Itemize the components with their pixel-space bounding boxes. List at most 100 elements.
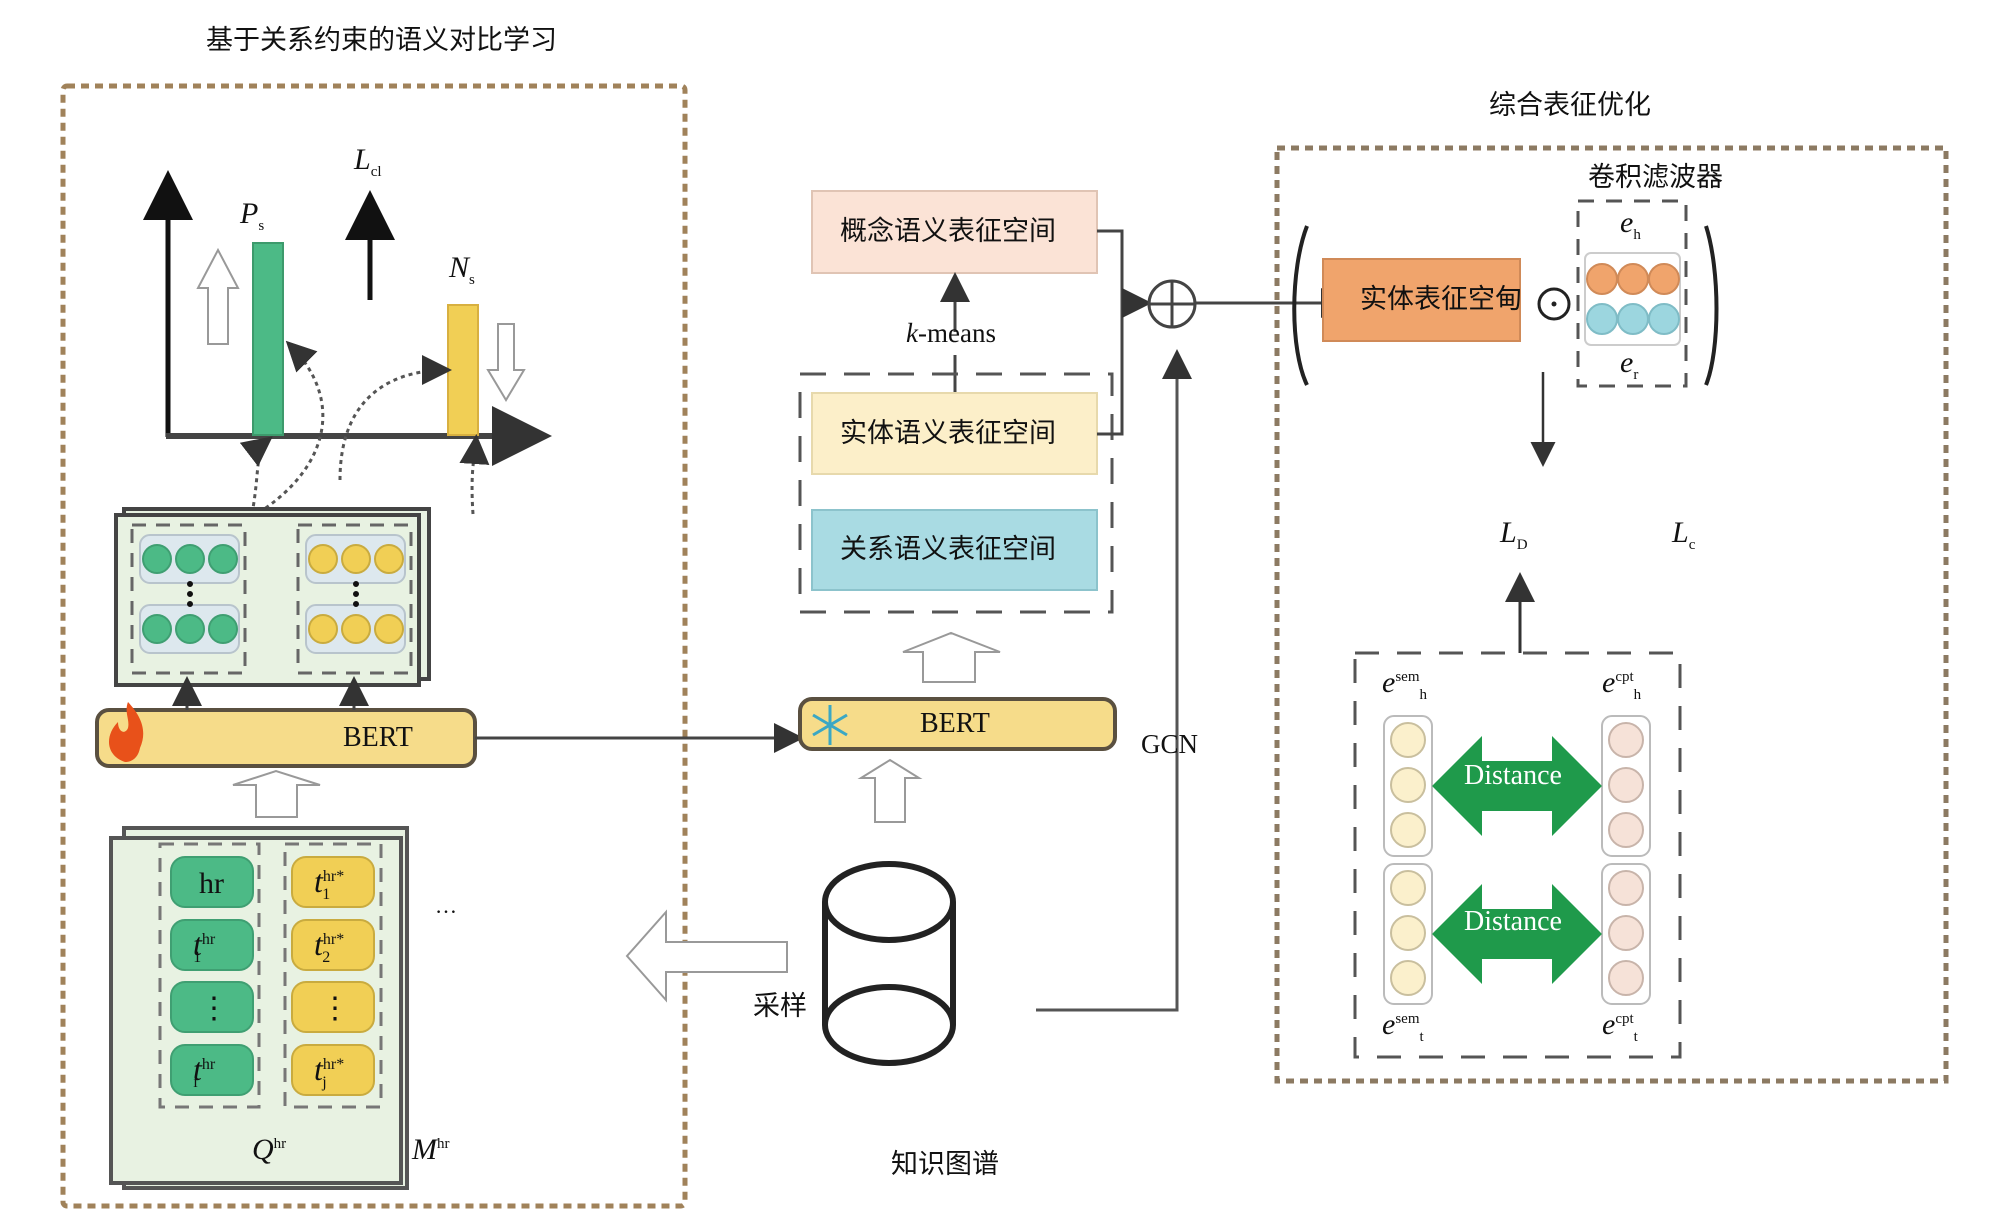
embedding-node	[175, 614, 205, 644]
left-paren	[1292, 225, 1309, 386]
lc-symbol: L	[1672, 516, 1689, 549]
semantic-node	[1390, 812, 1426, 848]
conv-filter-group	[1576, 199, 1688, 388]
snowflake-icon	[812, 705, 848, 745]
ld-symbol: L	[1500, 516, 1517, 549]
negative-score-label: Ns	[449, 253, 475, 288]
memory_column-cell	[291, 919, 375, 971]
cell-sub: j	[322, 1074, 327, 1091]
negative-score-bar	[447, 304, 479, 436]
relation-semantic-space-label: 关系语义表征空间	[840, 534, 1056, 565]
database-icon	[822, 861, 956, 1066]
right-panel-frame	[1274, 145, 1949, 1084]
semantic-node	[1390, 960, 1426, 996]
eh-label: eh	[1620, 208, 1641, 243]
m-superscript: hr	[437, 1136, 450, 1152]
positive-score-bar	[252, 242, 284, 436]
embedding-node	[374, 544, 404, 574]
ellipsis-dot	[187, 601, 193, 607]
distance-label-top: Distance	[1464, 760, 1562, 791]
cell-sup: hr*	[322, 868, 345, 885]
ets-sup: sem	[1395, 1011, 1420, 1027]
er-label: er	[1620, 348, 1638, 383]
q-symbol: Q	[252, 1133, 274, 1166]
concept-node	[1608, 915, 1644, 951]
ets-sub: t	[1419, 1029, 1424, 1045]
kmeans-k: k	[906, 318, 918, 348]
query_column-cell-label: thri	[193, 1053, 215, 1091]
kmeans-rest: -means	[917, 318, 996, 348]
q-superscript: hr	[273, 1136, 287, 1152]
left-panel-title: 基于关系约束的语义对比学习	[206, 25, 557, 56]
query_column-cell-label: ⋮	[199, 992, 229, 1025]
query-set-label: Qhr	[252, 1135, 286, 1165]
cell-sub: 2	[322, 949, 331, 966]
query_column-cell-label: hr	[199, 867, 224, 900]
concept-node	[1608, 870, 1644, 906]
pos-subscript: s	[258, 218, 265, 234]
knowledge-graph-label: 知识图谱	[891, 1149, 999, 1180]
er-symbol: e	[1620, 346, 1634, 379]
filter-relation-node	[1586, 303, 1618, 335]
concept-node	[1608, 722, 1644, 758]
filter-relation-node	[1617, 303, 1649, 335]
query_column-cell	[170, 856, 254, 908]
cell-sub: 1	[322, 886, 331, 903]
concept-space-box	[811, 190, 1098, 274]
conv-filter-label: 卷积滤波器	[1588, 162, 1723, 193]
memory_column-cell-label: ⋮	[320, 992, 350, 1025]
kg-arrow-icon	[857, 758, 923, 823]
memory_column-cell-label: thr*2	[314, 926, 344, 966]
concept-space-label: 概念语义表征空间	[840, 216, 1056, 247]
gcn-label: GCN	[1141, 729, 1199, 759]
embedding-node	[308, 614, 338, 644]
eh-subscript: h	[1633, 227, 1641, 243]
right-paren	[1704, 225, 1719, 386]
neg-symbol: N	[449, 251, 470, 284]
memory_column-cell	[291, 981, 375, 1033]
embedding-node	[142, 614, 172, 644]
embedding-node	[208, 544, 238, 574]
e-h-sem-label: esemh	[1382, 668, 1427, 703]
lc-subscript: c	[1688, 537, 1696, 553]
fire-icon	[108, 702, 144, 762]
cell-sub: i	[193, 1074, 198, 1091]
loss-subscript: cl	[370, 164, 382, 180]
cell-main: t	[193, 926, 202, 962]
relation-semantic-space-box	[811, 509, 1098, 591]
er-subscript: r	[1633, 367, 1639, 383]
entity-space-box	[1322, 258, 1521, 342]
ehs-sup: sem	[1395, 669, 1420, 685]
embedding-node	[175, 544, 205, 574]
filter-head-node	[1648, 263, 1680, 295]
positive-score-label: Ps	[240, 199, 264, 234]
cell-sub: 1	[193, 949, 202, 966]
semantic-node	[1390, 870, 1426, 906]
cell-main: t	[314, 926, 323, 962]
query_column-cell	[170, 919, 254, 971]
ld-subscript: D	[1516, 537, 1528, 553]
input-arrow-icon	[232, 769, 321, 818]
embedding-node	[142, 544, 172, 574]
contrastive-loss-label: Lcl	[354, 145, 382, 180]
cell-sup: hr*	[322, 1056, 345, 1073]
etc-sub: t	[1633, 1029, 1638, 1045]
sum-operator-icon	[1147, 279, 1197, 329]
ehc-sub: h	[1633, 687, 1642, 703]
e-t-sem-label: esemt	[1382, 1010, 1424, 1045]
lc-label: Lc	[1672, 518, 1695, 553]
embedding-node	[208, 614, 238, 644]
entity-semantic-space-box	[811, 392, 1098, 475]
cell-main: t	[314, 1051, 323, 1087]
memory_column-cell-label: thr*j	[314, 1051, 344, 1091]
pos-symbol: P	[240, 197, 259, 230]
sample-panel	[109, 826, 409, 1190]
ehc-sup: cpt	[1615, 669, 1634, 685]
etc-symbol: e	[1602, 1008, 1616, 1041]
kmeans-label: k-means	[906, 320, 996, 347]
e-t-cpt-label: ecptt	[1602, 1010, 1638, 1045]
query_column-cell-label: thr1	[193, 926, 215, 966]
e-h-cpt-label: ecpth	[1602, 668, 1641, 703]
memory-ellipsis: …	[435, 893, 457, 918]
